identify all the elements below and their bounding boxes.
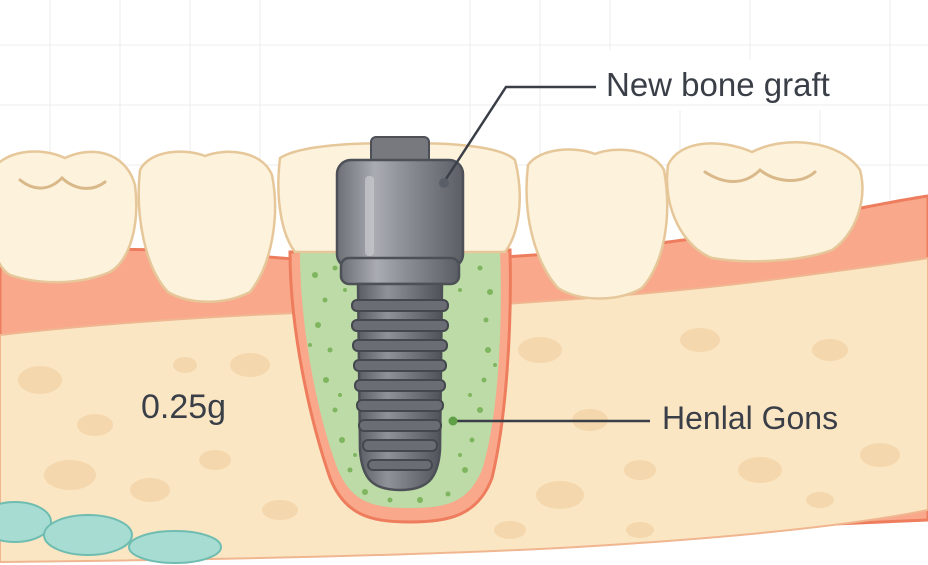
implant-highlight [365, 176, 374, 256]
label-gum: Henlal Gons [662, 400, 839, 436]
implant-threads [351, 299, 449, 471]
implant-collar [339, 256, 461, 286]
tooth-5 [665, 141, 864, 263]
nerve-canal [0, 501, 222, 564]
leader-line-bone-graft [442, 85, 596, 183]
tooth-2 [137, 150, 277, 303]
label-graft-mass: 0.25g [141, 388, 227, 426]
leader-dot-bone-graft [439, 178, 449, 188]
tooth-1 [0, 150, 138, 284]
bone-graft-granules [308, 265, 497, 503]
leader-dot-gum [448, 416, 458, 426]
bone-texture [18, 328, 900, 539]
implant-abutment [335, 158, 465, 270]
label-new-bone-graft: New bone graft [606, 66, 830, 103]
tooth-grooves [18, 167, 817, 190]
tooth-4 [525, 148, 669, 300]
